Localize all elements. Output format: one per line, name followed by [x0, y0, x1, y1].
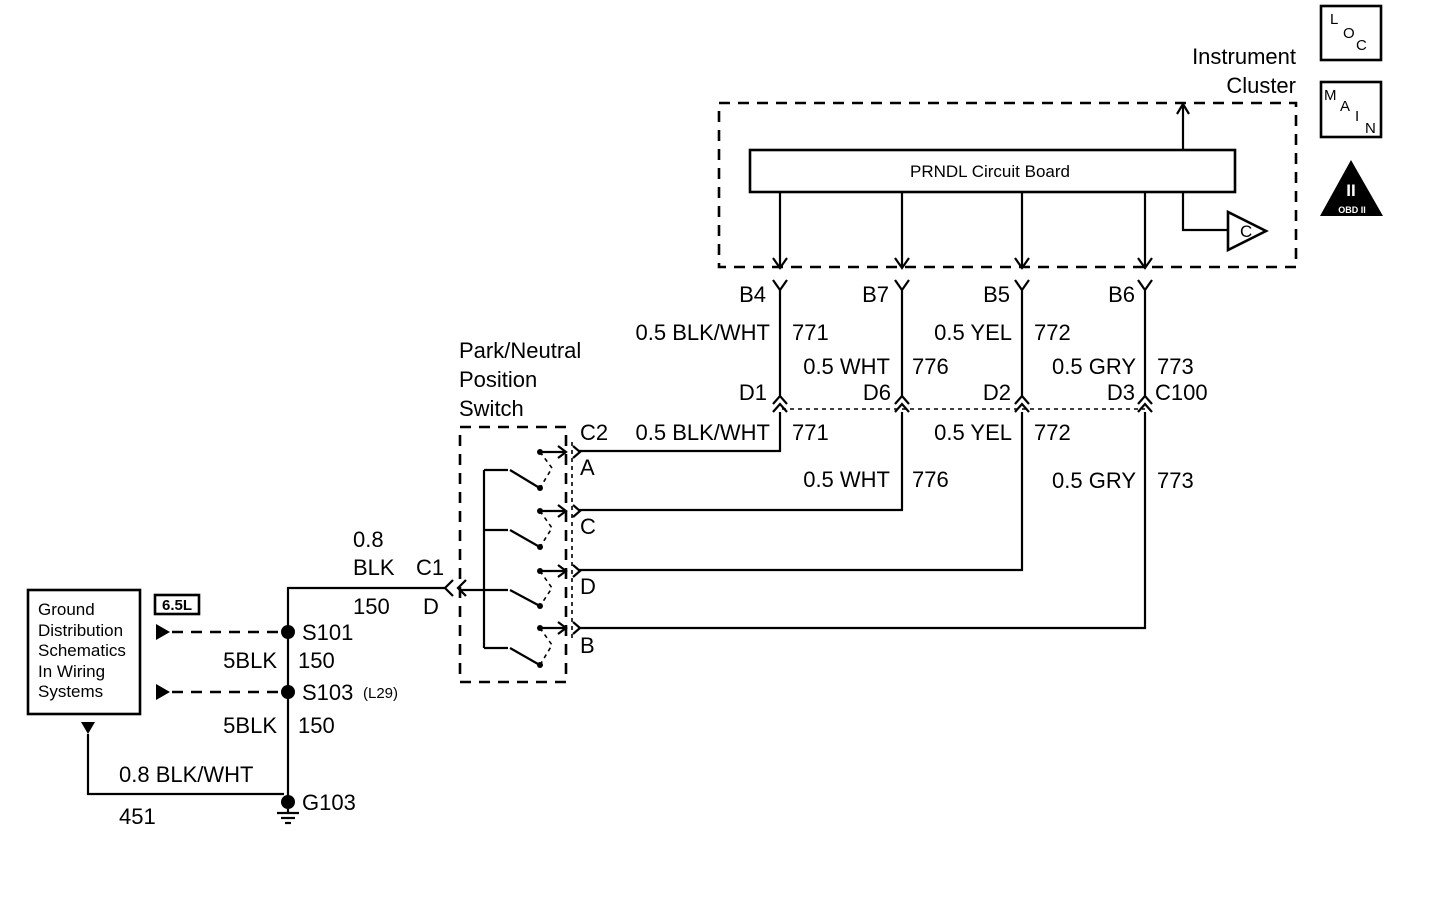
ground-box-line: Schematics — [38, 641, 126, 660]
connector-b4-label: B4 — [739, 282, 766, 307]
main-icon-letter: N — [1365, 120, 1376, 137]
engine-tag-label: 6.5L — [162, 597, 192, 614]
wire-circuit-label: 772 — [1034, 420, 1071, 445]
main-icon[interactable]: M A I N — [1319, 80, 1383, 139]
lower-wires — [578, 412, 1147, 630]
splice-s103-label: S103 — [302, 680, 353, 705]
connector-d2-label: D2 — [983, 380, 1011, 405]
splice-s103-note: (L29) — [363, 685, 398, 702]
ground-box-line: Distribution — [38, 621, 123, 640]
cluster-title-line2: Cluster — [1226, 73, 1296, 98]
wire-gauge-label: 0.5 YEL — [934, 420, 1012, 445]
switch-pin-c-label: C — [580, 514, 596, 539]
connector-b5-label: B5 — [983, 282, 1010, 307]
switch-title-line3: Switch — [459, 396, 524, 421]
main-icon-letter: I — [1355, 108, 1359, 125]
wire-circuit-label: 773 — [1157, 468, 1194, 493]
wire-circuit-label: 773 — [1157, 354, 1194, 379]
connector-d6-label: D6 — [863, 380, 891, 405]
ground-return-gauge: 0.8 BLK/WHT — [119, 762, 253, 787]
wire-circuit-label: 771 — [792, 420, 829, 445]
ground-wire-circuit: 150 — [353, 594, 390, 619]
ground-return-circuit: 451 — [119, 804, 156, 829]
splice-wire-circuit: 150 — [298, 713, 335, 738]
ground-distribution-box[interactable] — [26, 588, 142, 716]
splice-s101-dot — [281, 625, 295, 639]
splice-leaders — [156, 624, 286, 700]
splice-s101-label: S101 — [302, 620, 353, 645]
connector-c2-label: C2 — [580, 420, 608, 445]
wire-gauge-label: 0.5 BLK/WHT — [636, 320, 770, 345]
splice-s103-dot — [281, 685, 295, 699]
c1-connector — [286, 579, 467, 802]
switch-pin-a-label: A — [580, 455, 595, 480]
connector-c1-pin: D — [423, 594, 439, 619]
switch-pin-d-label: D — [580, 574, 596, 599]
ground-symbol-icon — [277, 795, 299, 825]
wire-gauge-label: 0.5 BLK/WHT — [636, 420, 770, 445]
ground-wire-gauge: 0.8 — [353, 527, 384, 552]
switch-internals — [461, 445, 582, 668]
connector-d3-label: D3 — [1107, 380, 1135, 405]
instrument-cluster-boundary — [717, 101, 1298, 269]
connector-c100-label: C100 — [1155, 380, 1208, 405]
d-connector-chevrons — [772, 394, 1153, 413]
wire-circuit-label: 776 — [912, 354, 949, 379]
loc-icon[interactable]: L O C — [1319, 4, 1383, 62]
b-connector-forks — [772, 279, 1153, 292]
loc-icon-letter: C — [1356, 37, 1367, 54]
amplifier-label: C — [1240, 222, 1252, 241]
wire-gauge-label: 0.5 WHT — [803, 467, 890, 492]
splice-wire-gauge: 5BLK — [223, 648, 277, 673]
loc-icon-letter: O — [1343, 25, 1355, 42]
wire-circuit-label: 772 — [1034, 320, 1071, 345]
obd-icon-numeral: II — [1346, 181, 1355, 200]
switch-title-line1: Park/Neutral — [459, 338, 581, 363]
wire-gauge-label: 0.5 WHT — [803, 354, 890, 379]
ground-wire-color: BLK — [353, 555, 395, 580]
ground-box-line: Ground — [38, 600, 95, 619]
connector-b7-label: B7 — [862, 282, 889, 307]
switch-boundary — [458, 425, 568, 684]
connector-c1-label: C1 — [416, 555, 444, 580]
ground-box-line: In Wiring — [38, 662, 105, 681]
splice-wire-gauge: 5BLK — [223, 713, 277, 738]
switch-title-line2: Position — [459, 367, 537, 392]
engine-tag-box — [153, 593, 201, 616]
ground-box-line: Systems — [38, 682, 103, 701]
loc-icon-letter: L — [1330, 11, 1338, 28]
main-icon-letter: A — [1340, 98, 1350, 115]
connector-b6-label: B6 — [1108, 282, 1135, 307]
board-output-lines — [772, 192, 1153, 270]
connector-d1-label: D1 — [739, 380, 767, 405]
wire-circuit-label: 771 — [792, 320, 829, 345]
amplifier-symbol: C — [1181, 192, 1269, 253]
ground-return-wire — [81, 722, 284, 796]
switch-pin-b-label: B — [580, 633, 595, 658]
cluster-power-arrow — [1176, 101, 1190, 150]
splice-wire-circuit: 150 — [298, 648, 335, 673]
wire-gauge-label: 0.5 GRY — [1052, 354, 1136, 379]
wire-gauge-label: 0.5 GRY — [1052, 468, 1136, 493]
obd-icon-text: OBD II — [1338, 205, 1366, 215]
cluster-title-line1: Instrument — [1192, 44, 1296, 69]
prndl-circuit-board — [748, 148, 1237, 194]
wire-gauge-label: 0.5 YEL — [934, 320, 1012, 345]
wire-circuit-label: 776 — [912, 467, 949, 492]
obd-ii-icon[interactable]: II OBD II — [1320, 160, 1383, 216]
upper-wires — [778, 290, 1147, 396]
main-icon-letter: M — [1324, 87, 1337, 104]
ground-g103-label: G103 — [302, 790, 356, 815]
prndl-board-label: PRNDL Circuit Board — [910, 162, 1070, 181]
